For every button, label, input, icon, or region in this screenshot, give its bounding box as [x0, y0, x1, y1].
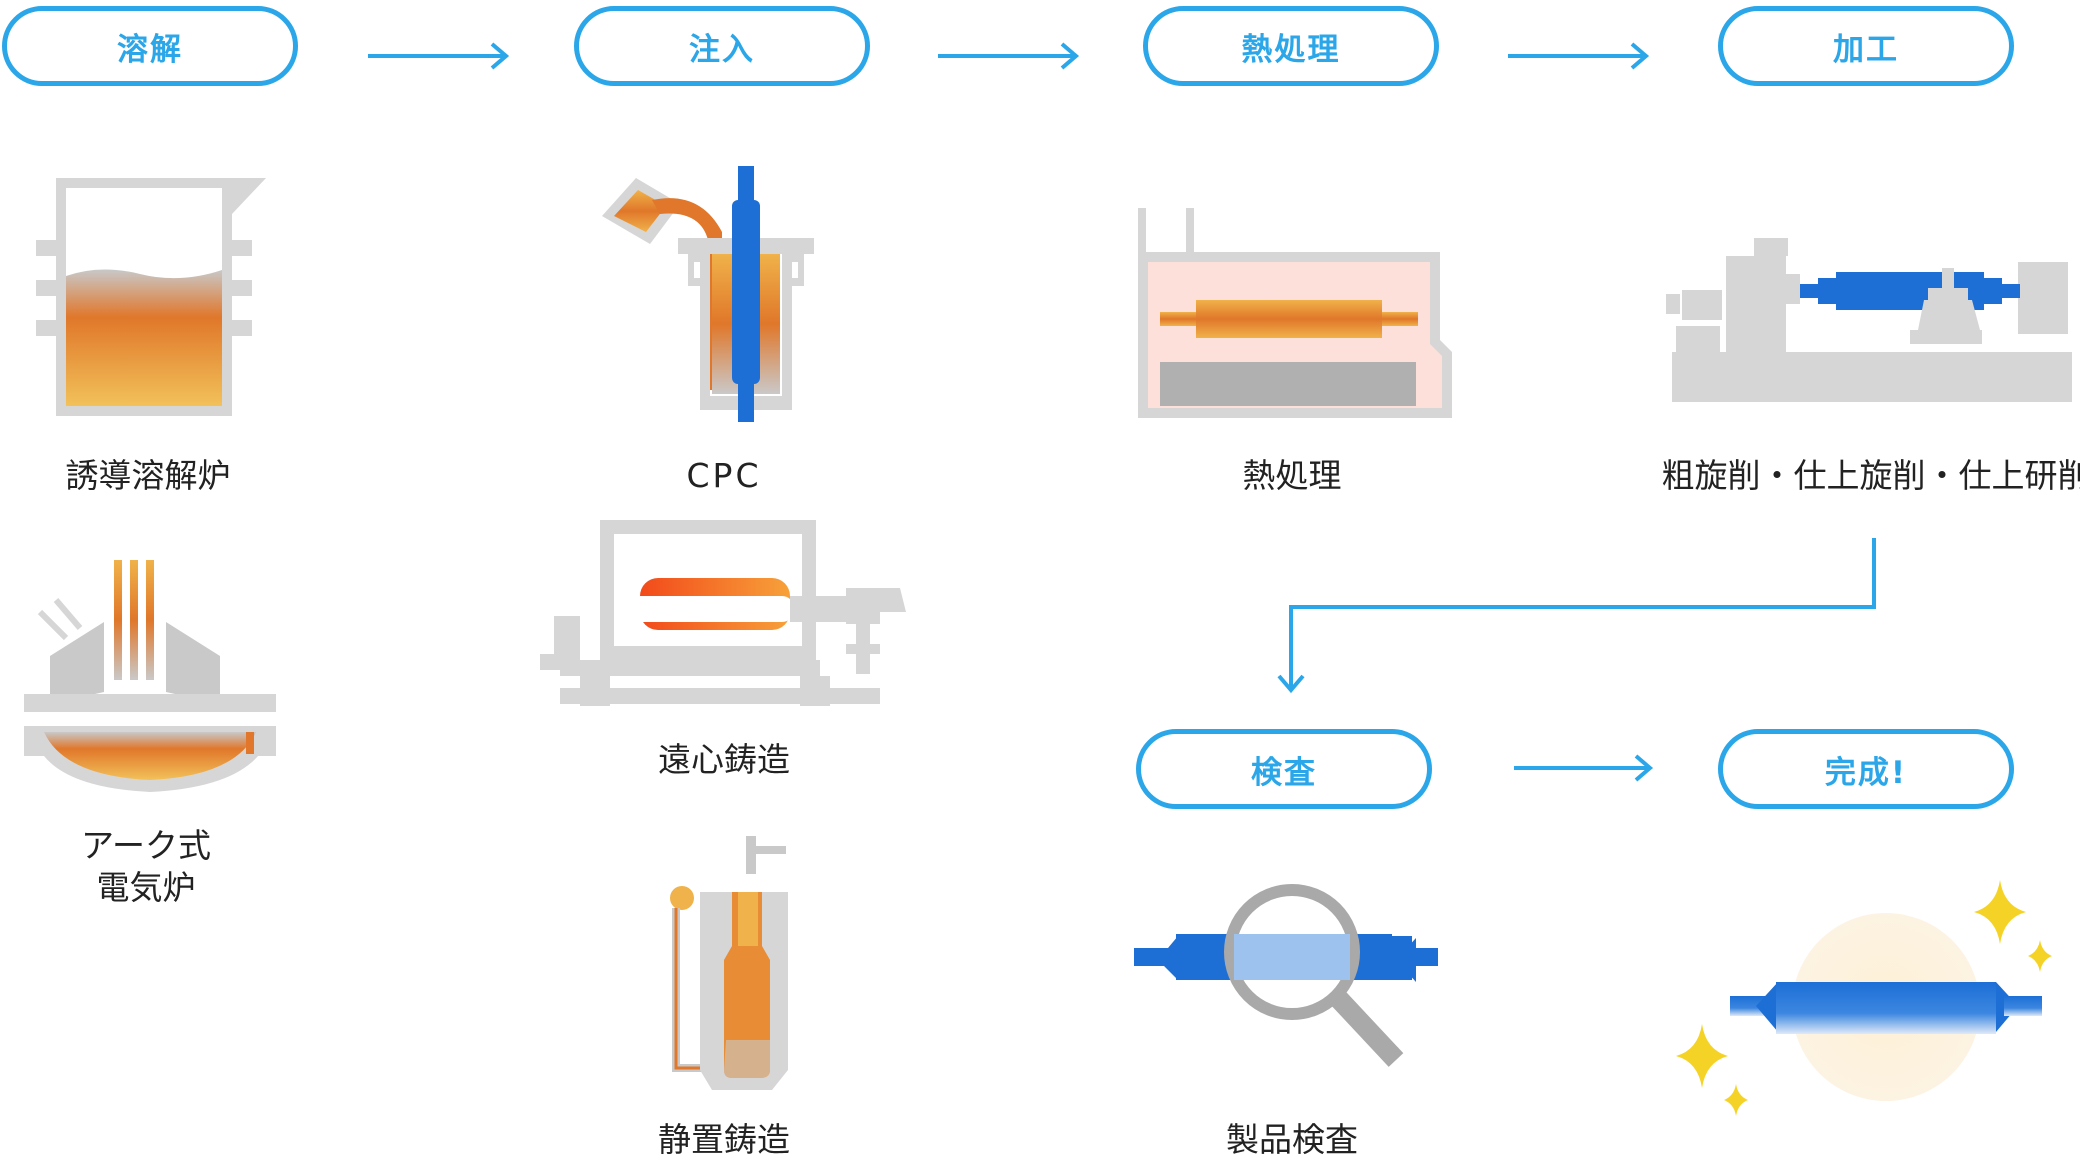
flow-arrow-3 — [1508, 44, 1646, 68]
caption-heat-treatment: 熱処理 — [1243, 454, 1342, 498]
lathe-machine-icon — [1666, 238, 2072, 402]
caption-static: 静置鋳造 — [658, 1118, 790, 1162]
flow-arrow-1 — [368, 44, 506, 68]
static-casting-icon — [670, 836, 788, 1090]
caption-centrifugal: 遠心鋳造 — [658, 738, 790, 782]
induction-furnace-icon — [36, 178, 266, 416]
cpc-casting-icon — [602, 166, 814, 422]
caption-machining: 粗旋削・仕上旋削・仕上研削 — [1662, 454, 2080, 498]
caption-arc-furnace-line1: アーク式 — [81, 824, 211, 868]
heat-treatment-furnace-icon — [1138, 208, 1452, 418]
centrifugal-casting-icon — [540, 520, 906, 706]
finished-roll-icon — [1730, 913, 2042, 1101]
magnifier-inspection-icon — [1134, 890, 1438, 1060]
caption-arc-furnace-line2: 電気炉 — [97, 866, 196, 910]
caption-product-inspection: 製品検査 — [1226, 1118, 1358, 1162]
flow-arrow-4 — [1514, 756, 1650, 780]
arc-furnace-icon — [24, 560, 276, 792]
flow-arrow-elbow — [1279, 538, 1874, 690]
caption-cpc: CPC — [687, 454, 762, 498]
caption-induction-furnace: 誘導溶解炉 — [66, 454, 231, 498]
flow-arrow-2 — [938, 44, 1076, 68]
